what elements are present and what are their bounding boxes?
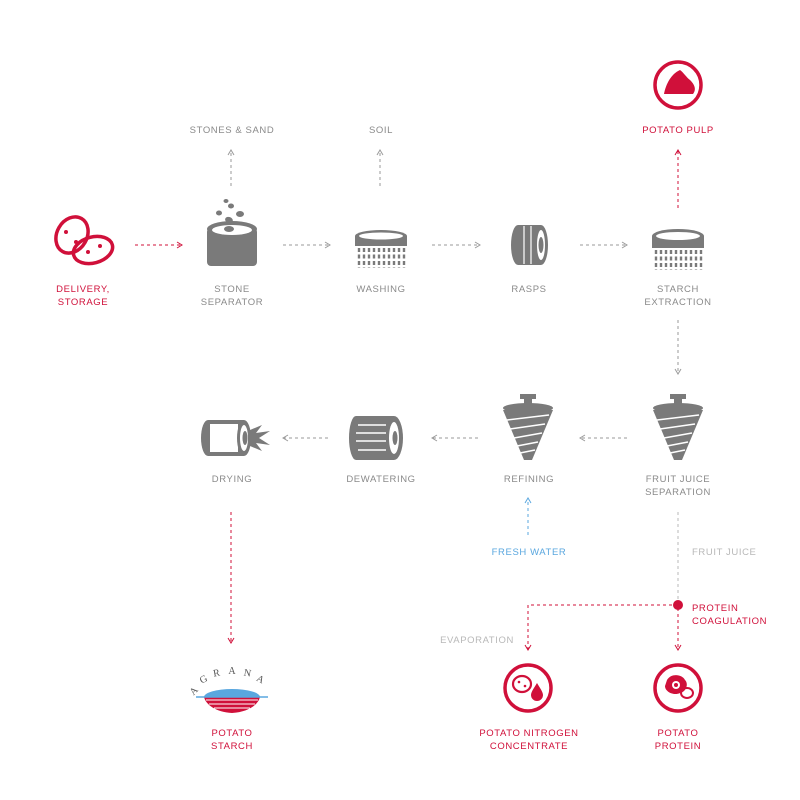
coagulation-node bbox=[673, 600, 683, 610]
logo-letter-3: R bbox=[212, 667, 221, 679]
logo-letter-4: A bbox=[228, 666, 236, 677]
connectors bbox=[135, 149, 682, 651]
logo-letter-1: A bbox=[188, 684, 202, 697]
agrana-logo: A G R A N A bbox=[188, 666, 268, 713]
hydrocyclone-icon bbox=[653, 394, 703, 460]
label-refining: REFINING bbox=[503, 474, 555, 485]
label-drying: DRYING bbox=[211, 474, 253, 485]
nitrogen-concentrate-icon bbox=[503, 663, 553, 713]
pulp-icon bbox=[653, 60, 703, 110]
starch-extraction-icon bbox=[652, 229, 704, 270]
label-washing: WASHING bbox=[356, 284, 406, 295]
protein-icon bbox=[653, 663, 703, 713]
logo-letter-5: N bbox=[243, 667, 252, 679]
dryer-icon bbox=[201, 420, 270, 456]
arrow-coagulation-to-evaporation bbox=[524, 604, 678, 651]
logo-letter-2: G bbox=[198, 673, 210, 686]
washing-drum-icon bbox=[355, 230, 407, 268]
label-fresh-water: FRESH WATER bbox=[491, 547, 567, 558]
label-delivery-storage: DELIVERY,STORAGE bbox=[56, 284, 110, 308]
potatoes-icon bbox=[54, 215, 115, 266]
label-evaporation: EVAPORATION bbox=[440, 635, 514, 646]
label-potato-pulp: POTATO PULP bbox=[642, 125, 714, 136]
refining-hydrocyclone-icon bbox=[503, 394, 553, 460]
label-rasps: RASPS bbox=[511, 284, 547, 295]
label-fruit-juice: FRUIT JUICE bbox=[692, 547, 757, 558]
stone-separator-icon bbox=[207, 199, 257, 266]
label-soil: SOIL bbox=[368, 125, 394, 136]
rasp-icon bbox=[511, 225, 548, 265]
dewatering-icon bbox=[349, 416, 403, 460]
label-dewatering: DEWATERING bbox=[346, 474, 416, 485]
label-stones-sand: STONES & SAND bbox=[189, 125, 275, 136]
logo-letter-6: A bbox=[254, 673, 266, 686]
